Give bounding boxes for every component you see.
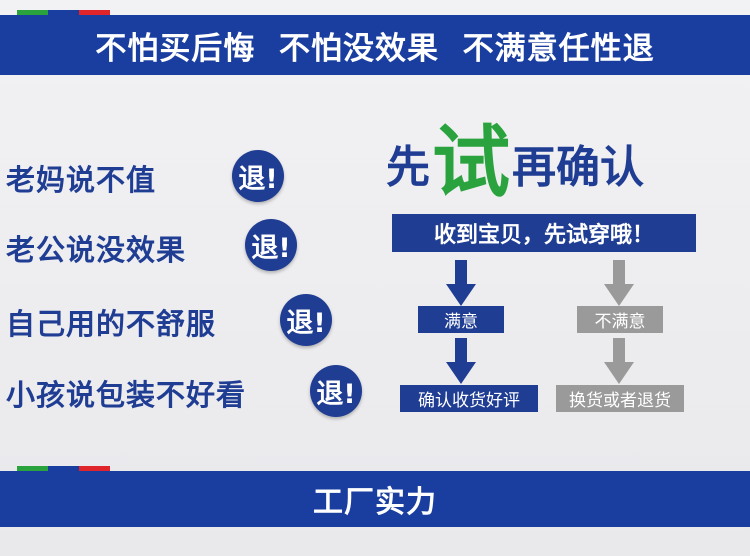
subtitle-text: 收到宝贝，先试穿哦！ (433, 223, 654, 248)
refund-reason-row: 老妈说不值 (6, 150, 156, 206)
refund-reason-row: 小孩说包装不好看 (6, 365, 246, 421)
refund-reason-row: 自己用的不舒服 (6, 294, 216, 350)
color-stripe-top (17, 10, 110, 15)
color-stripe-bottom (17, 466, 110, 471)
arrow-down-icon (446, 338, 476, 384)
arrow-down-icon (604, 338, 634, 384)
subtitle-bar: 收到宝贝，先试穿哦！ (392, 214, 696, 252)
headline-highlight: 试 (432, 118, 511, 208)
unsatisfied-label: 不满意 (577, 306, 663, 333)
arrow-down-icon (604, 260, 634, 306)
bottom-banner: 工厂实力 (0, 471, 750, 527)
refund-badge: 退! (232, 150, 284, 202)
headline: 先 试 再确认 (386, 118, 644, 208)
refund-reason-text: 老公说没效果 (6, 233, 187, 267)
top-banner: 不怕买后悔 不怕没效果 不满意任性退 (0, 15, 750, 75)
refund-reason-text: 小孩说包装不好看 (6, 378, 247, 412)
arrow-down-icon (446, 260, 476, 306)
refund-badge: 退! (280, 294, 332, 346)
headline-part2: 再确认 (512, 142, 645, 193)
refund-reason-text: 老妈说不值 (6, 163, 157, 197)
satisfied-label: 满意 (418, 306, 504, 333)
satisfied-result: 确认收货好评 (400, 385, 538, 412)
refund-badge: 退! (310, 365, 362, 417)
unsatisfied-result: 换货或者退货 (556, 385, 684, 412)
refund-badge: 退! (245, 219, 297, 271)
headline-part1: 先 (386, 142, 430, 193)
bottom-banner-text: 工厂实力 (313, 485, 437, 520)
refund-reason-row: 老公说没效果 (6, 220, 186, 276)
top-banner-text: 不怕买后悔 不怕没效果 不满意任性退 (95, 30, 655, 67)
refund-reason-text: 自己用的不舒服 (6, 307, 217, 341)
